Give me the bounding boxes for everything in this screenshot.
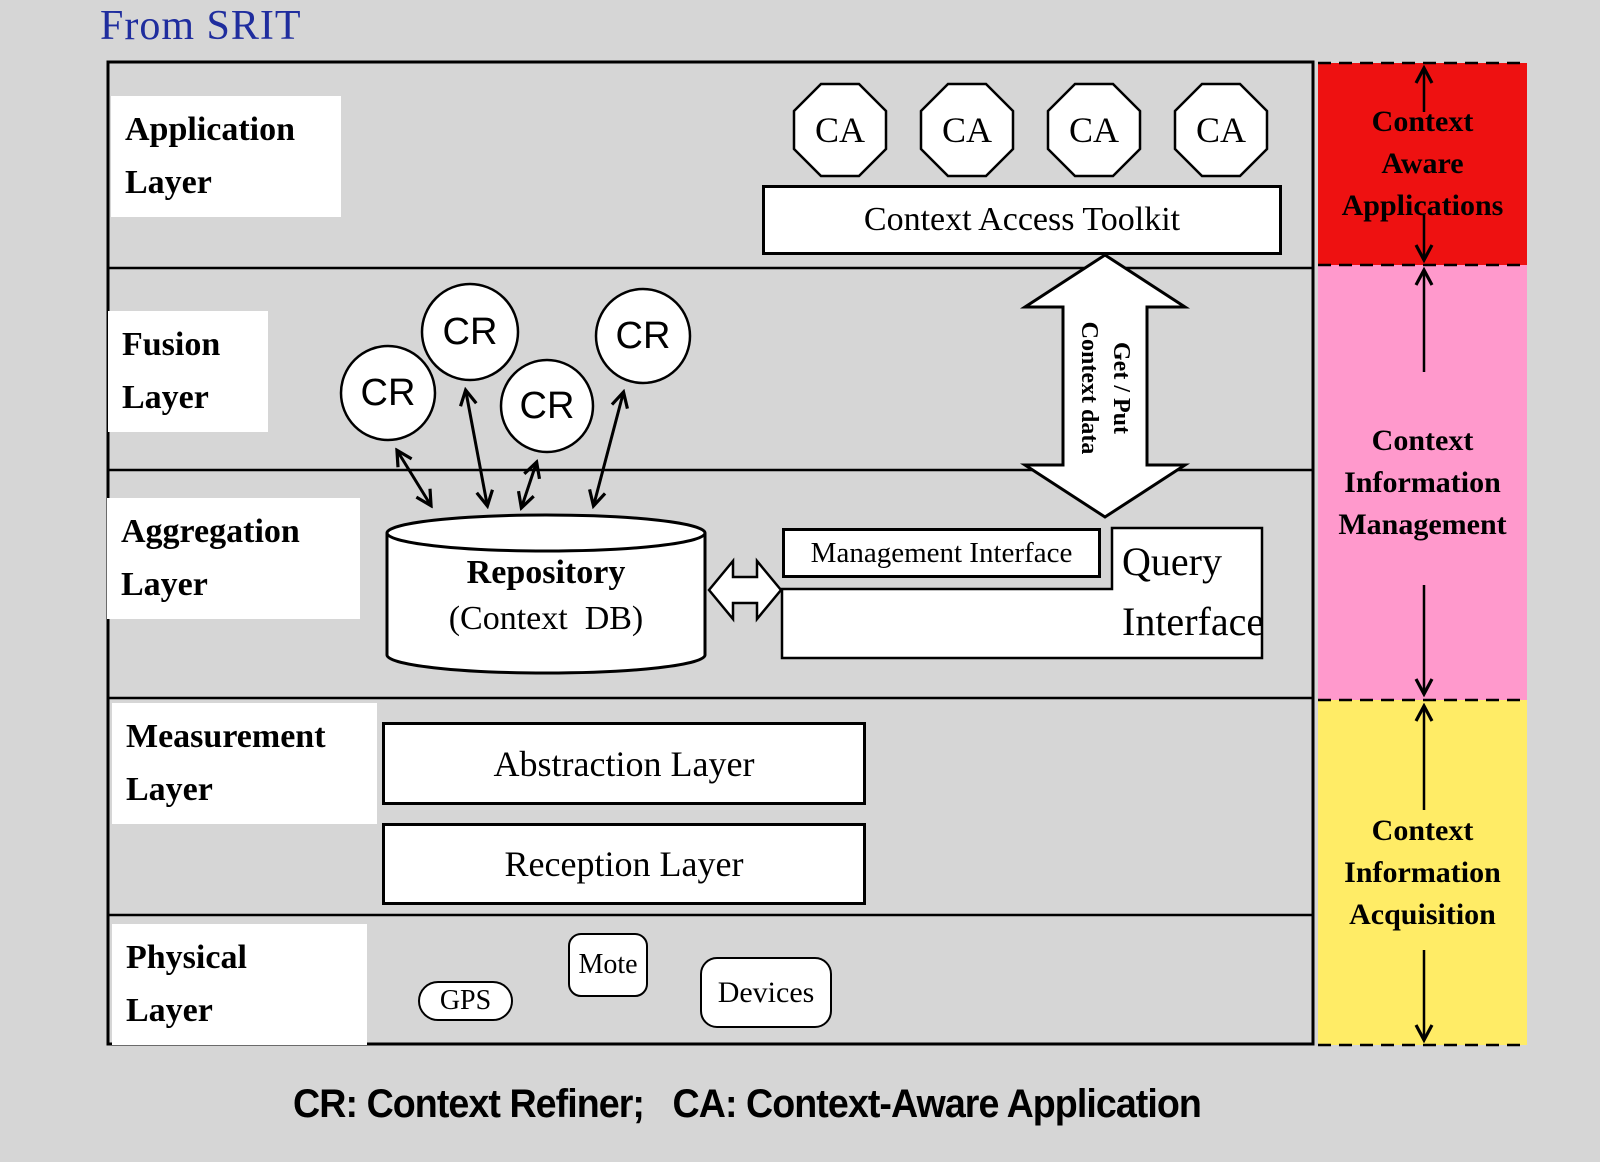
mote-node: Mote [568, 933, 648, 997]
cr-circle-1 [339, 344, 437, 442]
label-physical-layer: Physical Layer [112, 924, 367, 1046]
cr-node-label-2: CR [442, 310, 498, 353]
ca-octagon-1 [792, 82, 888, 178]
cr-circle-2 [420, 282, 520, 382]
label-measurement-layer: Measurement Layer [112, 703, 377, 825]
get-put-double-arrow [1019, 253, 1191, 519]
cr-node-label-1: CR [360, 371, 416, 414]
abstraction-layer-box: Abstraction Layer [382, 722, 866, 805]
query-interface-box [780, 526, 1264, 660]
repository-cylinder-top [385, 513, 707, 553]
repository-label: Repository (Context DB) [448, 554, 644, 637]
band-management-label: Context Information Management [1338, 423, 1507, 541]
cr-repository-arrow-2 [466, 392, 487, 504]
reception-layer-box: Reception Layer [382, 823, 866, 905]
band-context-aware-applications: Context Aware Applications [1318, 63, 1527, 265]
get-put-arrow-label: Get / Put Context data [1076, 321, 1135, 455]
gps-node: GPS [418, 981, 513, 1021]
band-acquisition-label: Context Information Acquisition [1344, 813, 1501, 931]
ca-node-label-2: CA [941, 110, 992, 150]
ca-octagon-2 [919, 82, 1015, 178]
band-applications-label: Context Aware Applications [1341, 105, 1504, 222]
ca-node-label-4: CA [1195, 110, 1246, 150]
cr-repository-arrow-3 [522, 464, 536, 506]
cr-circle-4 [594, 287, 692, 385]
devices-node: Devices [700, 957, 832, 1028]
context-access-toolkit-box: Context Access Toolkit [762, 185, 1282, 255]
label-aggregation-layer: Aggregation Layer [107, 498, 360, 620]
ca-node-label-1: CA [814, 110, 865, 150]
cr-repository-arrow-1 [398, 452, 430, 504]
management-interface-box: Management Interface [782, 528, 1101, 578]
cr-repository-arrow-4 [594, 394, 623, 504]
label-application-layer: Application Layer [111, 96, 341, 218]
ca-node-label-3: CA [1068, 110, 1119, 150]
ca-octagon-3 [1046, 82, 1142, 178]
cr-node-label-4: CR [615, 314, 671, 357]
ca-octagon-4 [1173, 82, 1269, 178]
band-context-information-management: Context Information Management [1318, 265, 1527, 700]
query-interface-label: Query Interface [1122, 539, 1265, 644]
repository-interface-double-arrow [707, 557, 783, 623]
repository-cylinder-body [385, 533, 707, 675]
page-title: From SRIT [100, 3, 302, 49]
band-context-information-acquisition: Context Information Acquisition [1318, 700, 1527, 1045]
label-fusion-layer: Fusion Layer [108, 311, 268, 433]
cr-node-label-3: CR [519, 384, 575, 427]
legend-caption: CR: Context Refiner; CA: Context-Aware A… [293, 1082, 1202, 1126]
